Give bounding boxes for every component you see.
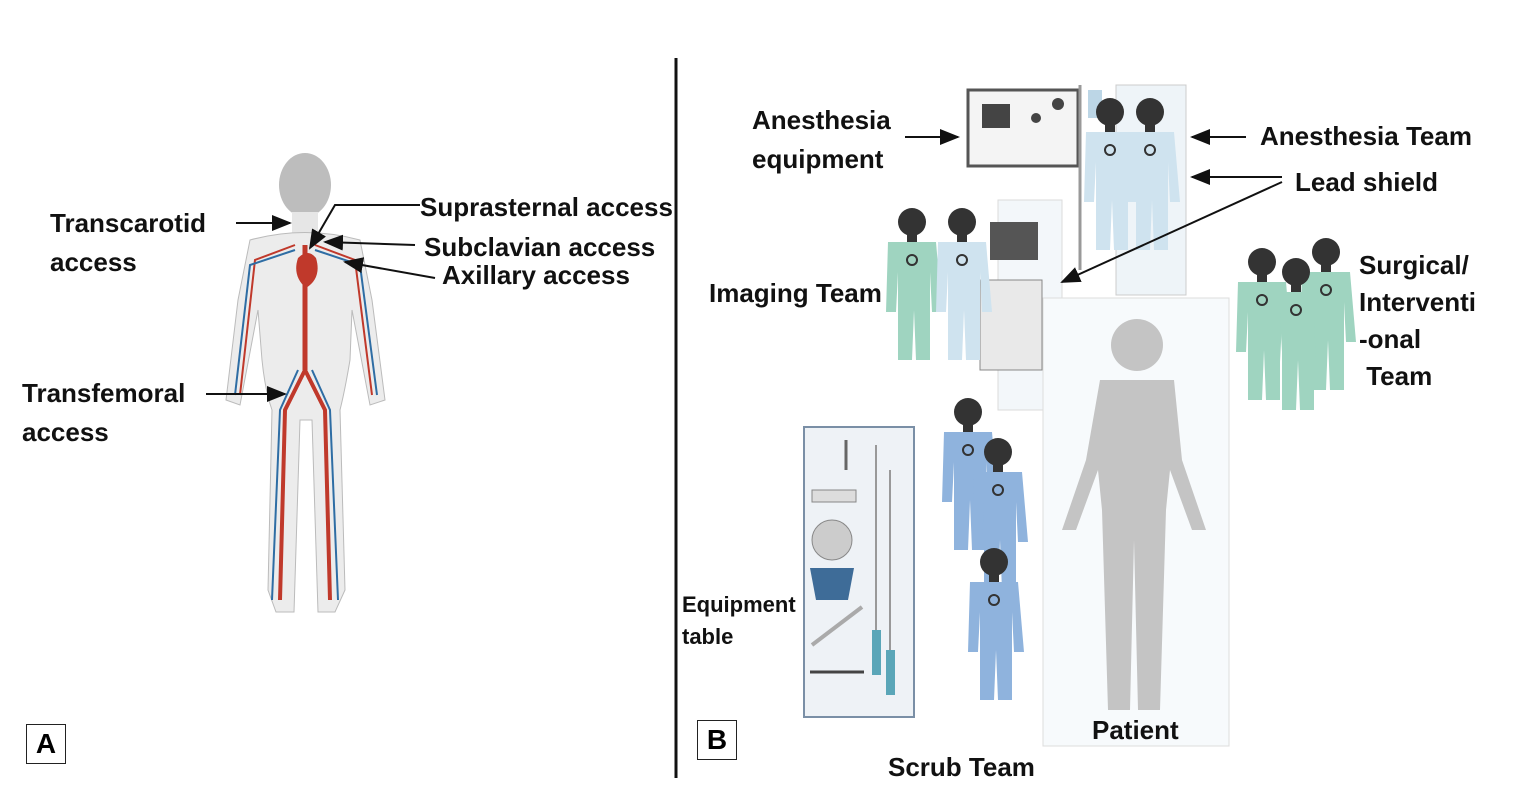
surgical-team-figures [1235,237,1357,411]
label-imaging-team: Imaging Team [709,278,882,308]
panel-b-tag: B [697,720,737,760]
scrub-team-figures [941,397,1029,701]
human-body-vascular [225,153,386,613]
imaging-team-figures [885,207,993,361]
equipment-table [803,426,915,718]
label-anesthesia-team: Anesthesia Team [1260,121,1472,151]
panel-a-arrows [206,204,436,402]
panel-b-arrows [905,129,1283,283]
panel-a-tag: A [26,724,66,764]
label-axillary: Axillary access [442,260,630,290]
label-scrub-team: Scrub Team [888,752,1035,782]
label-surgical-team: Surgical/Interventi-onal Team [1359,250,1477,391]
anesthesia-machine [966,85,1102,270]
label-suprasternal: Suprasternal access [420,192,673,222]
patient-figure [1042,297,1230,747]
label-lead-shield: Lead shield [1295,167,1439,197]
label-subclavian: Subclavian access [424,232,656,262]
label-patient: Patient [1092,715,1179,745]
